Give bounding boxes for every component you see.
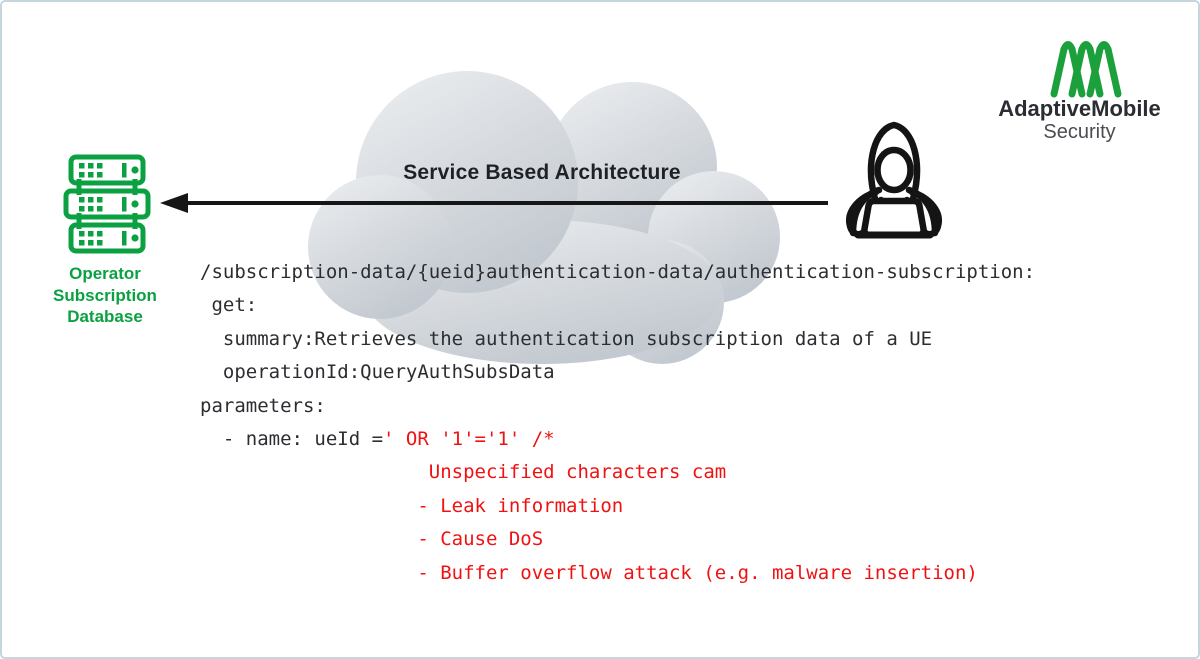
code-injection-prefix: - name: ueId = — [200, 428, 384, 451]
adaptivemobile-logo-icon — [1050, 41, 1122, 98]
code-line-parameters: parameters: — [200, 394, 326, 417]
code-line-injection: - name: ueId =' OR '1'='1' /* — [200, 423, 1035, 456]
code-line-path: /subscription-data/{ueid}authentication-… — [200, 261, 1036, 283]
code-injection-payload: ' OR '1'='1' /* — [383, 428, 555, 451]
code-line-overflow: - Buffer overflow attack (e.g. malware i… — [200, 561, 978, 584]
code-line-dos: - Cause DoS — [200, 528, 544, 551]
logo-wordmark: AdaptiveMobile Security — [977, 96, 1182, 144]
code-line-operationid: operationId:QueryAuthSubsData — [200, 361, 555, 384]
attack-arrow-left-icon — [160, 193, 828, 213]
logo-division-text: Security — [1043, 121, 1116, 143]
logo-brand-text: AdaptiveMobile — [998, 96, 1161, 121]
code-line-unspecified: Unspecified characters cam — [200, 461, 727, 484]
server-stack-icon — [63, 154, 151, 254]
hooded-hacker-laptop-icon — [846, 121, 942, 239]
api-code-block: /subscription-data/{ueid}authentication-… — [200, 256, 1035, 590]
code-line-leak: - Leak information — [200, 494, 624, 517]
database-label: Operator Subscription Database — [53, 264, 157, 326]
code-line-get: get: — [200, 294, 258, 317]
cloud-title: Service Based Architecture — [403, 161, 681, 184]
code-line-summary: summary:Retrieves the authentication sub… — [200, 327, 933, 350]
